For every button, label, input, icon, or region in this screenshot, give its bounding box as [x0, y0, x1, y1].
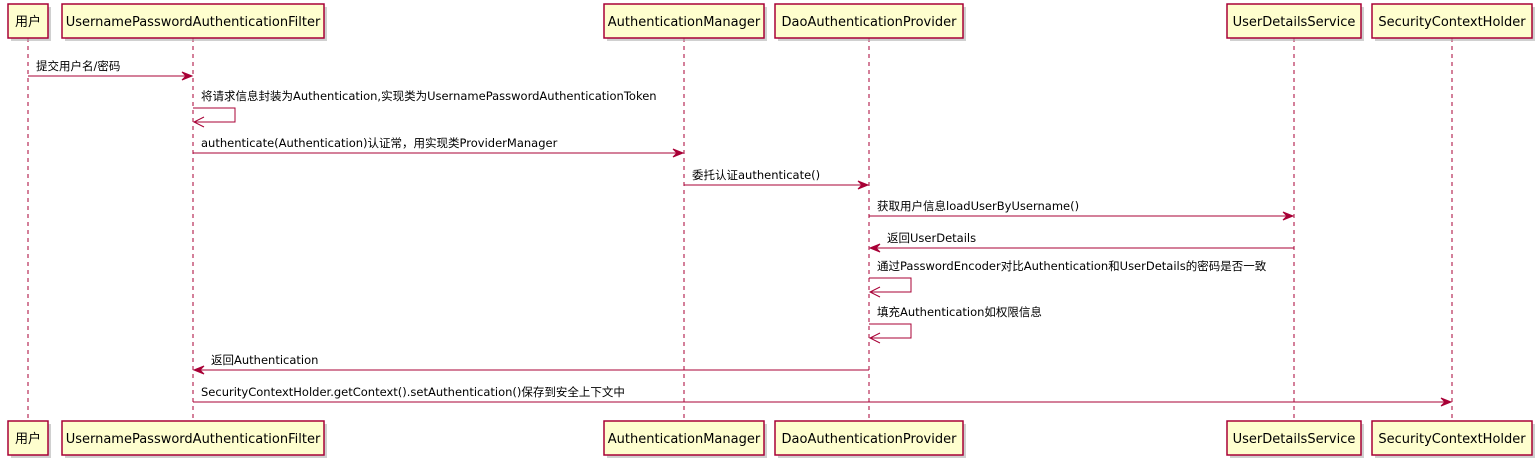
message: 通过PasswordEncoder对比Authentication和UserDe… [868, 259, 1267, 298]
participant-label: UserDetailsService [1233, 15, 1356, 30]
message-label: 通过PasswordEncoder对比Authentication和UserDe… [877, 259, 1267, 273]
participant-box-bottom: AuthenticationManager [603, 420, 767, 458]
message-label: 返回UserDetails [887, 231, 976, 245]
participant-box-top: SecurityContextHolder [1371, 3, 1535, 41]
participant-box-top: UserDetailsService [1226, 3, 1364, 41]
message: 委托认证authenticate() [684, 168, 870, 190]
message: 获取用户信息loadUserByUsername() [869, 199, 1295, 221]
participant-rect [1371, 3, 1533, 39]
arrowhead [868, 286, 881, 298]
arrowhead [192, 116, 205, 128]
participant-rect [61, 3, 325, 39]
participant-box-bottom: UserDetailsService [1226, 420, 1364, 458]
message-label: authenticate(Authentication)认证常，用实现类Prov… [201, 136, 558, 150]
message-arrow [869, 323, 912, 339]
arrowhead [868, 332, 881, 344]
participant-box-top: AuthenticationManager [603, 3, 767, 41]
participant-box-bottom: DaoAuthenticationProvider [774, 420, 966, 458]
arrowhead [181, 71, 194, 81]
participant-box-bottom: UsernamePasswordAuthenticationFilter [61, 420, 327, 458]
participant-rect [603, 3, 765, 39]
message-label: 返回Authentication [211, 353, 318, 367]
participant-box-top: DaoAuthenticationProvider [774, 3, 966, 41]
message-label: 获取用户信息loadUserByUsername() [877, 199, 1079, 213]
message: 返回UserDetails [868, 231, 1294, 253]
message: SecurityContextHolder.getContext().setAu… [193, 385, 1453, 407]
message-label: 委托认证authenticate() [692, 168, 820, 182]
participant-label: AuthenticationManager [608, 15, 761, 30]
arrowhead [1440, 397, 1453, 407]
message-label: SecurityContextHolder.getContext().setAu… [201, 385, 625, 399]
participant-label: DaoAuthenticationProvider [782, 15, 958, 30]
participant-rect [7, 3, 49, 39]
participant-label: UsernamePasswordAuthenticationFilter [66, 432, 321, 447]
participant-rect [7, 420, 49, 456]
participant-rect [774, 3, 964, 39]
participant-box-top: 用户 [7, 3, 51, 41]
participant-rect [1226, 3, 1362, 39]
message-arrow [193, 107, 236, 123]
arrowhead [868, 243, 881, 253]
message-label: 提交用户名/密码 [36, 59, 120, 73]
participant-rect [774, 420, 964, 456]
participant-label: AuthenticationManager [608, 432, 761, 447]
arrowhead [857, 180, 870, 190]
message-arrow [869, 277, 912, 293]
message: 填充Authentication如权限信息 [868, 305, 1042, 344]
message-label: 填充Authentication如权限信息 [877, 305, 1042, 319]
message: 返回Authentication [192, 353, 869, 375]
participant-box-bottom: SecurityContextHolder [1371, 420, 1535, 458]
message-label: 将请求信息封装为Authentication,实现类为UsernamePassw… [201, 89, 657, 103]
participant-label: 用户 [15, 14, 41, 30]
participant-label: DaoAuthenticationProvider [782, 432, 958, 447]
participant-rect [61, 420, 325, 456]
message: 将请求信息封装为Authentication,实现类为UsernamePassw… [192, 89, 657, 128]
arrowhead [672, 148, 685, 158]
participant-label: SecurityContextHolder [1378, 432, 1526, 447]
message: authenticate(Authentication)认证常，用实现类Prov… [193, 136, 685, 158]
participant-box-bottom: 用户 [7, 420, 51, 458]
participant-label: 用户 [15, 431, 41, 447]
participant-rect [603, 420, 765, 456]
message: 提交用户名/密码 [28, 59, 194, 81]
participant-rect [1226, 420, 1362, 456]
participant-label: UserDetailsService [1233, 432, 1356, 447]
participant-rect [1371, 420, 1533, 456]
arrowhead [192, 365, 205, 375]
participant-box-top: UsernamePasswordAuthenticationFilter [61, 3, 327, 41]
participant-label: UsernamePasswordAuthenticationFilter [66, 15, 321, 30]
participant-label: SecurityContextHolder [1378, 15, 1526, 30]
arrowhead [1282, 211, 1295, 221]
